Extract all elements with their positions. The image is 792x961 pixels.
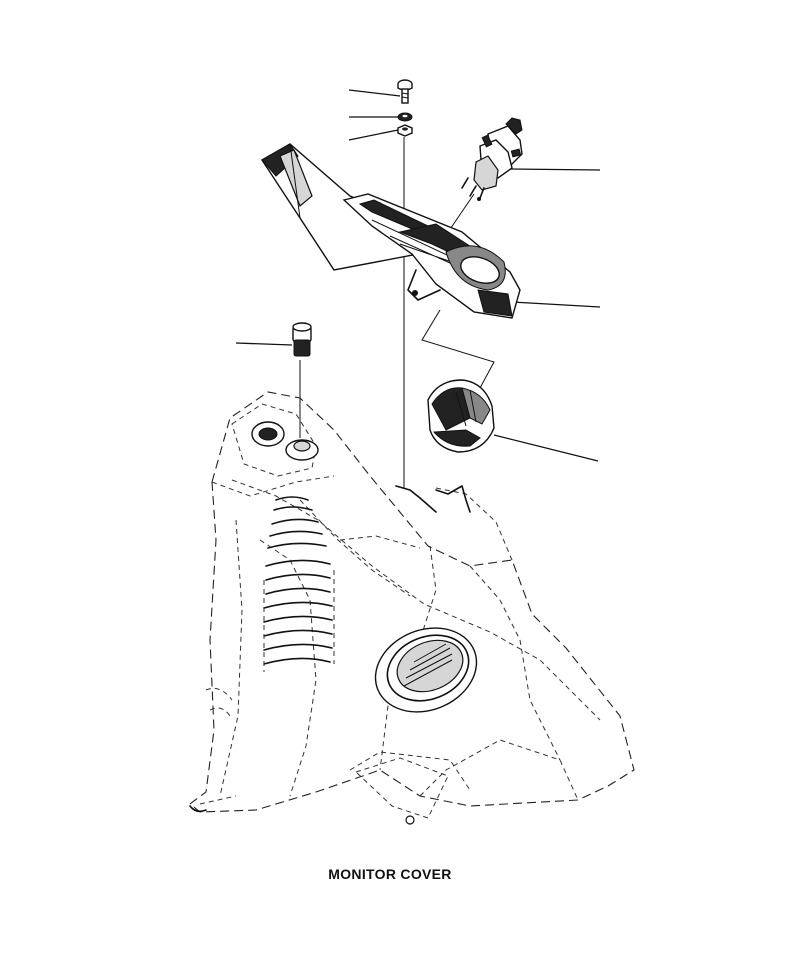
nut [397,124,413,137]
leader-line-nut [348,129,399,141]
leader-line-bolt [348,89,401,97]
speaker-grille [374,627,478,713]
leader-lines [235,89,601,462]
knob [427,379,495,453]
bolt [397,79,413,104]
diagram-caption: MONITOR COVER [328,866,452,882]
leader-line-switch [509,168,601,171]
washer [397,112,413,122]
switch [461,117,523,201]
monitor-bracket [261,143,521,319]
leader-line-knob [493,434,599,462]
cover-body [189,391,635,825]
cap [292,322,312,357]
guide-line-knob [421,309,495,389]
leader-line-bracket [511,301,601,308]
leader-line-cap [235,342,293,346]
vent-grille [263,496,335,672]
